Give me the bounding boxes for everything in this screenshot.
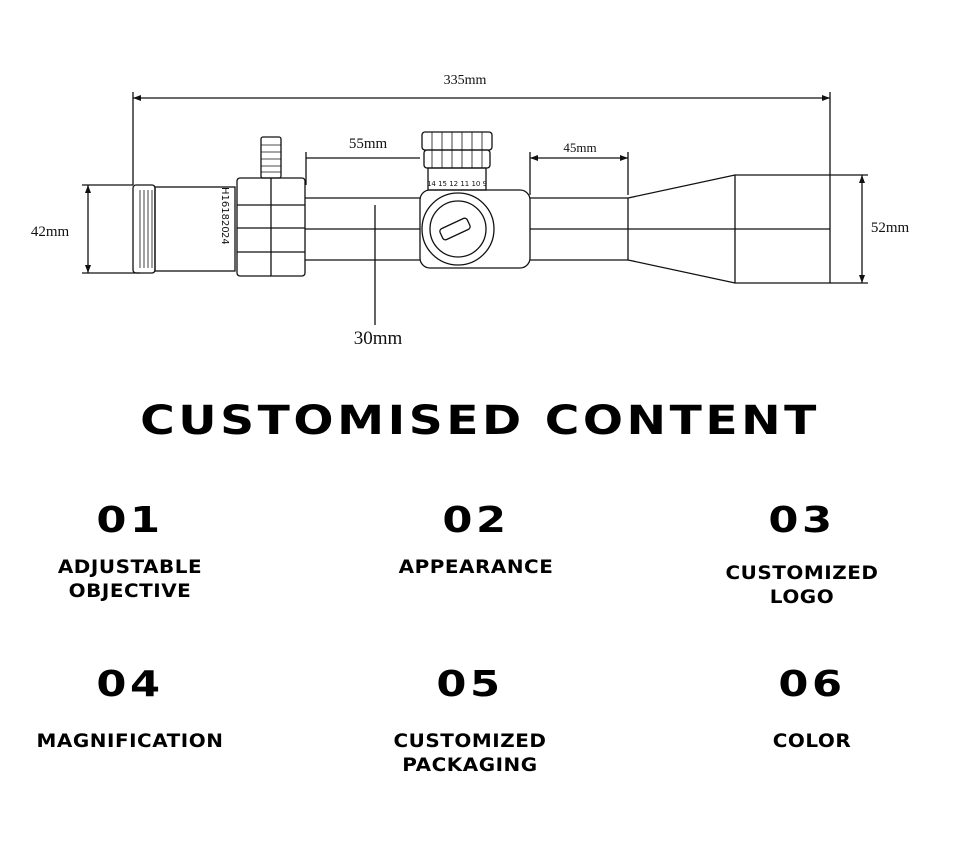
body-engraving-1: H161820 bbox=[219, 187, 230, 233]
feature-label: COLOR bbox=[772, 730, 852, 752]
dim-eyepiece-gap: 45mm bbox=[563, 140, 596, 155]
feature-item-02: 02 APPEARANCE bbox=[346, 500, 606, 579]
dim-eyepiece-diameter: 42mm bbox=[31, 224, 70, 240]
feature-item-06: 06 COLOR bbox=[682, 664, 942, 753]
feature-number: 02 bbox=[442, 500, 510, 541]
scope-dimension-diagram: 335mm 55mm 45mm 52mm 42mm 30mm 14 15 12 … bbox=[31, 73, 910, 349]
feature-item-03: 03 CUSTOMIZED LOGO bbox=[672, 500, 932, 609]
feature-number: 06 bbox=[778, 664, 846, 705]
feature-label: CUSTOMIZED LOGO bbox=[725, 562, 879, 608]
feature-item-01: 01 ADJUSTABLE OBJECTIVE bbox=[0, 500, 260, 603]
feature-label: ADJUSTABLE OBJECTIVE bbox=[57, 556, 203, 602]
feature-number: 03 bbox=[768, 500, 836, 541]
dim-objective-diameter: 52mm bbox=[871, 220, 910, 236]
feature-label: CUSTOMIZED PACKAGING bbox=[393, 730, 547, 776]
section-heading: CUSTOMISED CONTENT bbox=[140, 398, 820, 444]
feature-label: MAGNIFICATION bbox=[36, 730, 224, 752]
feature-number: 04 bbox=[96, 664, 164, 705]
feature-item-04: 04 MAGNIFICATION bbox=[0, 664, 260, 753]
feature-item-05: 05 CUSTOMIZED PACKAGING bbox=[340, 664, 600, 777]
feature-label: APPEARANCE bbox=[398, 556, 554, 578]
dim-tube-diameter: 30mm bbox=[354, 328, 403, 349]
dim-turret-width: 55mm bbox=[349, 136, 388, 152]
feature-number: 01 bbox=[96, 500, 164, 541]
dim-overall-length: 335mm bbox=[444, 73, 487, 88]
body-engraving-2: 24 bbox=[219, 232, 230, 245]
feature-number: 05 bbox=[436, 664, 504, 705]
turret-scale-text: 14 15 12 11 10 9 bbox=[427, 180, 487, 188]
